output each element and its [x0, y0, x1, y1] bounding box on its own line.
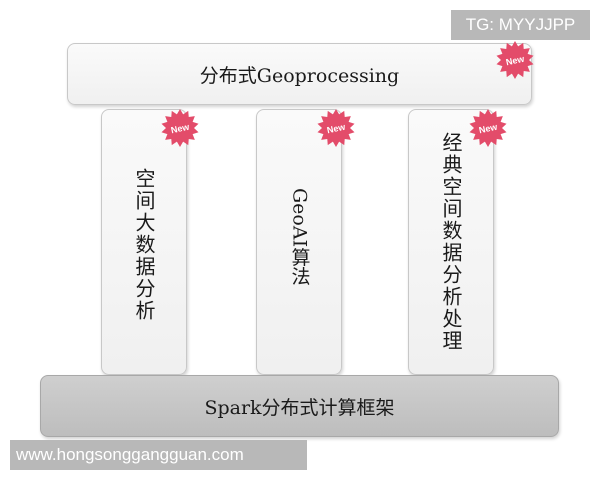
new-badge-icon: New [468, 108, 508, 148]
new-badge-icon: New [495, 40, 535, 80]
new-badge-text: New [170, 121, 191, 135]
new-badge-icon: New [160, 108, 200, 148]
pillar-1-label: 空间大数据分析 [132, 168, 156, 322]
top-bar-geoprocessing: 分布式Geoprocessing [67, 43, 532, 105]
new-badge-text: New [505, 53, 526, 67]
new-badge-text: New [478, 121, 499, 135]
new-badge-icon: New [316, 108, 356, 148]
pillar-geoai: GeoAI算法 [256, 109, 342, 375]
pillar-spatial-big-data: 空间大数据分析 [101, 109, 187, 375]
pillar-3-label: 经典空间数据分析处理 [439, 132, 463, 352]
new-badge-text: New [326, 121, 347, 135]
watermark-website: www.hongsonggangguan.com [10, 440, 307, 470]
top-bar-label: 分布式Geoprocessing [199, 64, 400, 87]
pillar-classic-spatial-analysis: 经典空间数据分析处理 [408, 109, 494, 375]
watermark-tg: TG: MYYJJPP [451, 10, 590, 40]
pillar-2-label: GeoAI算法 [288, 188, 311, 286]
base-label: Spark分布式计算框架 [204, 396, 395, 419]
base-spark-framework: Spark分布式计算框架 [40, 375, 559, 437]
